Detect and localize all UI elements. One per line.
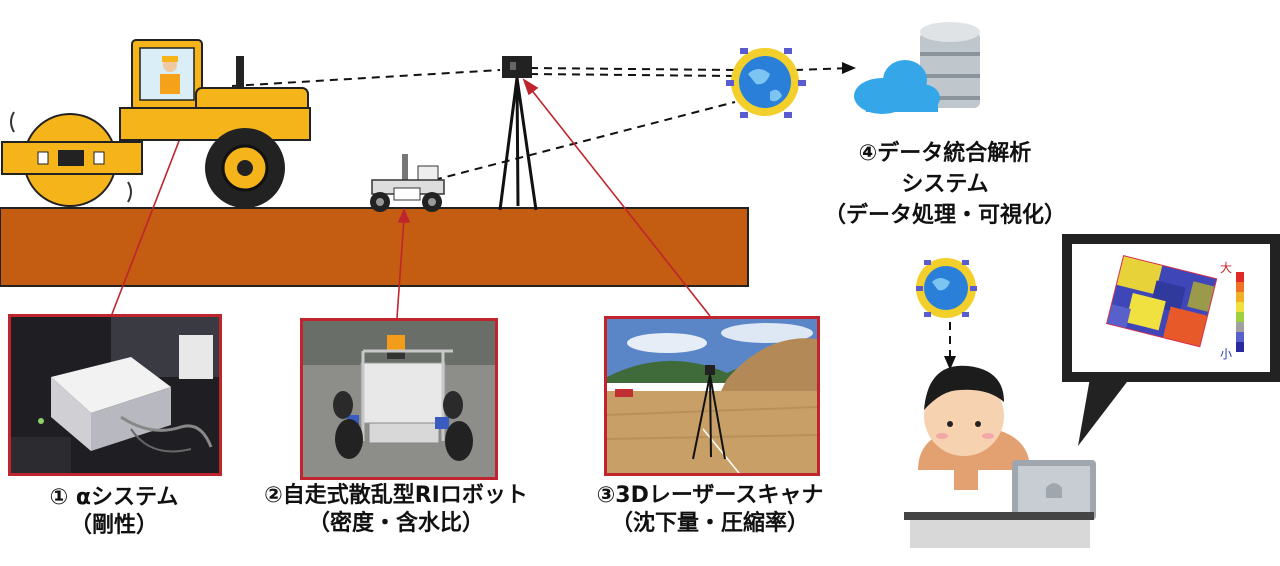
- roller-icon: [1, 39, 311, 208]
- label-3d-scanner: ③3Dレーザースキャナ （沈下量・圧縮率）: [560, 482, 860, 538]
- photo-ri-robot: [300, 318, 498, 480]
- robot-icon: [370, 154, 445, 212]
- data-link-lines: [231, 67, 951, 362]
- ground-soil: [0, 207, 749, 287]
- photo-alpha-system: [8, 314, 222, 476]
- heatmap-monitor-icon: 大 小: [1062, 234, 1280, 446]
- heatmap: [1106, 255, 1218, 348]
- label-ri-sub: （密度・含水比）: [307, 511, 484, 536]
- arrowhead-to-cloud: [842, 62, 856, 74]
- label-alpha-sub: （剛性）: [69, 513, 158, 538]
- label-analysis-sub: （データ処理・可視化）: [823, 203, 1066, 228]
- label-ri-robot: ②自走式散乱型RIロボット （密度・含水比）: [226, 482, 566, 538]
- label-scanner-sub: （沈下量・圧縮率）: [610, 511, 809, 536]
- label-analysis-line2: システム: [901, 172, 989, 197]
- photo-3d-scanner: [604, 316, 820, 476]
- label-ri-title: ②自走式散乱型RIロボット: [264, 483, 528, 508]
- label-alpha-title: ① αシステム: [49, 485, 179, 510]
- worker-at-laptop-icon: [904, 365, 1096, 548]
- label-scanner-title: ③3Dレーザースキャナ: [596, 483, 824, 508]
- color-scale: [1236, 272, 1244, 352]
- globe-icon: [726, 48, 806, 118]
- label-alpha-system: ① αシステム （剛性）: [30, 484, 198, 540]
- legend-high: 大: [1220, 261, 1232, 275]
- globe-icon: [916, 258, 977, 318]
- tripod-scanner-icon: [498, 56, 538, 211]
- cloud-database-icon: [854, 22, 980, 114]
- label-analysis-system: ④データ統合解析 システム （データ処理・可視化）: [790, 138, 1100, 231]
- label-analysis-title: ④データ統合解析: [858, 141, 1032, 166]
- legend-low: 小: [1220, 347, 1232, 361]
- arrowhead-to-user: [944, 356, 956, 370]
